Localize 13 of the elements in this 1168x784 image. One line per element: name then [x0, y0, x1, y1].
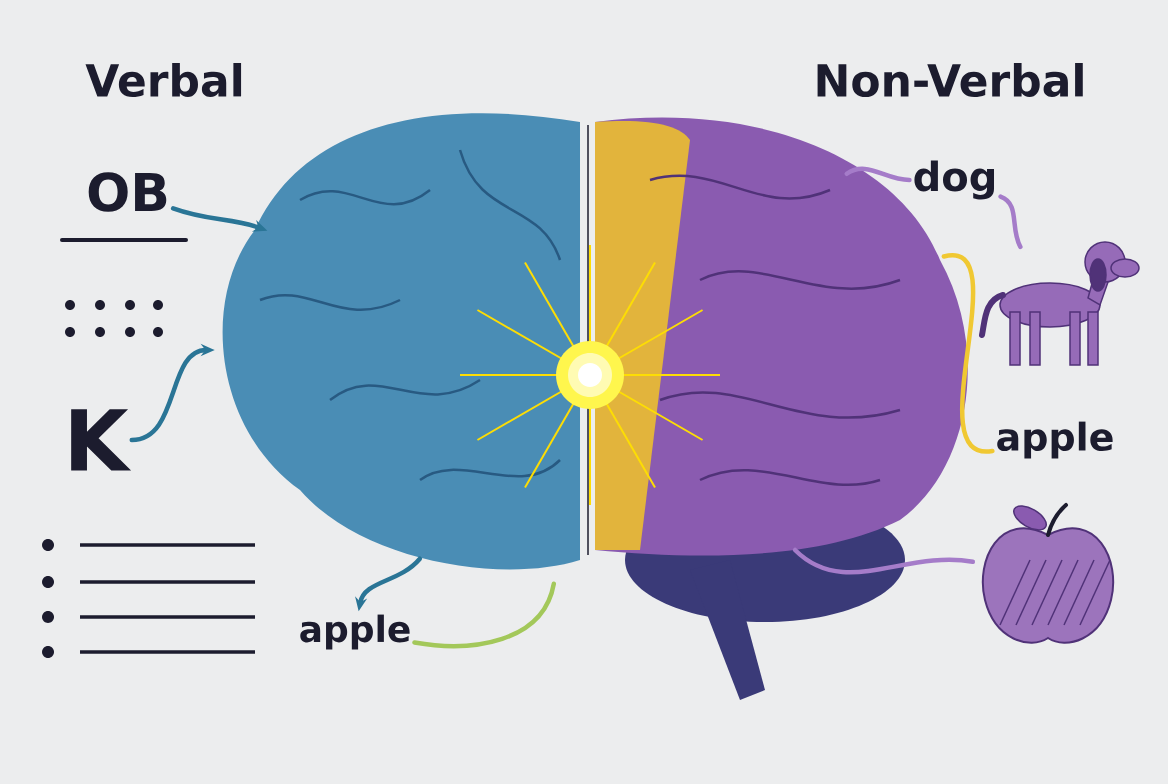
dog-drawing: [979, 241, 1140, 366]
connector-line: [941, 254, 995, 454]
heading: Non-Verbal: [817, 63, 1083, 98]
connector-line: [844, 166, 912, 183]
word-label: dog: [914, 160, 994, 200]
apple-drawing: [981, 503, 1115, 644]
word-symbol: OB: [88, 172, 167, 212]
letter-symbol: K: [71, 409, 132, 471]
connector-line: [412, 581, 557, 649]
heading: Verbal: [85, 63, 242, 98]
word-label: apple: [997, 421, 1113, 459]
connector-line: [792, 547, 976, 575]
connector-line: [998, 194, 1023, 250]
